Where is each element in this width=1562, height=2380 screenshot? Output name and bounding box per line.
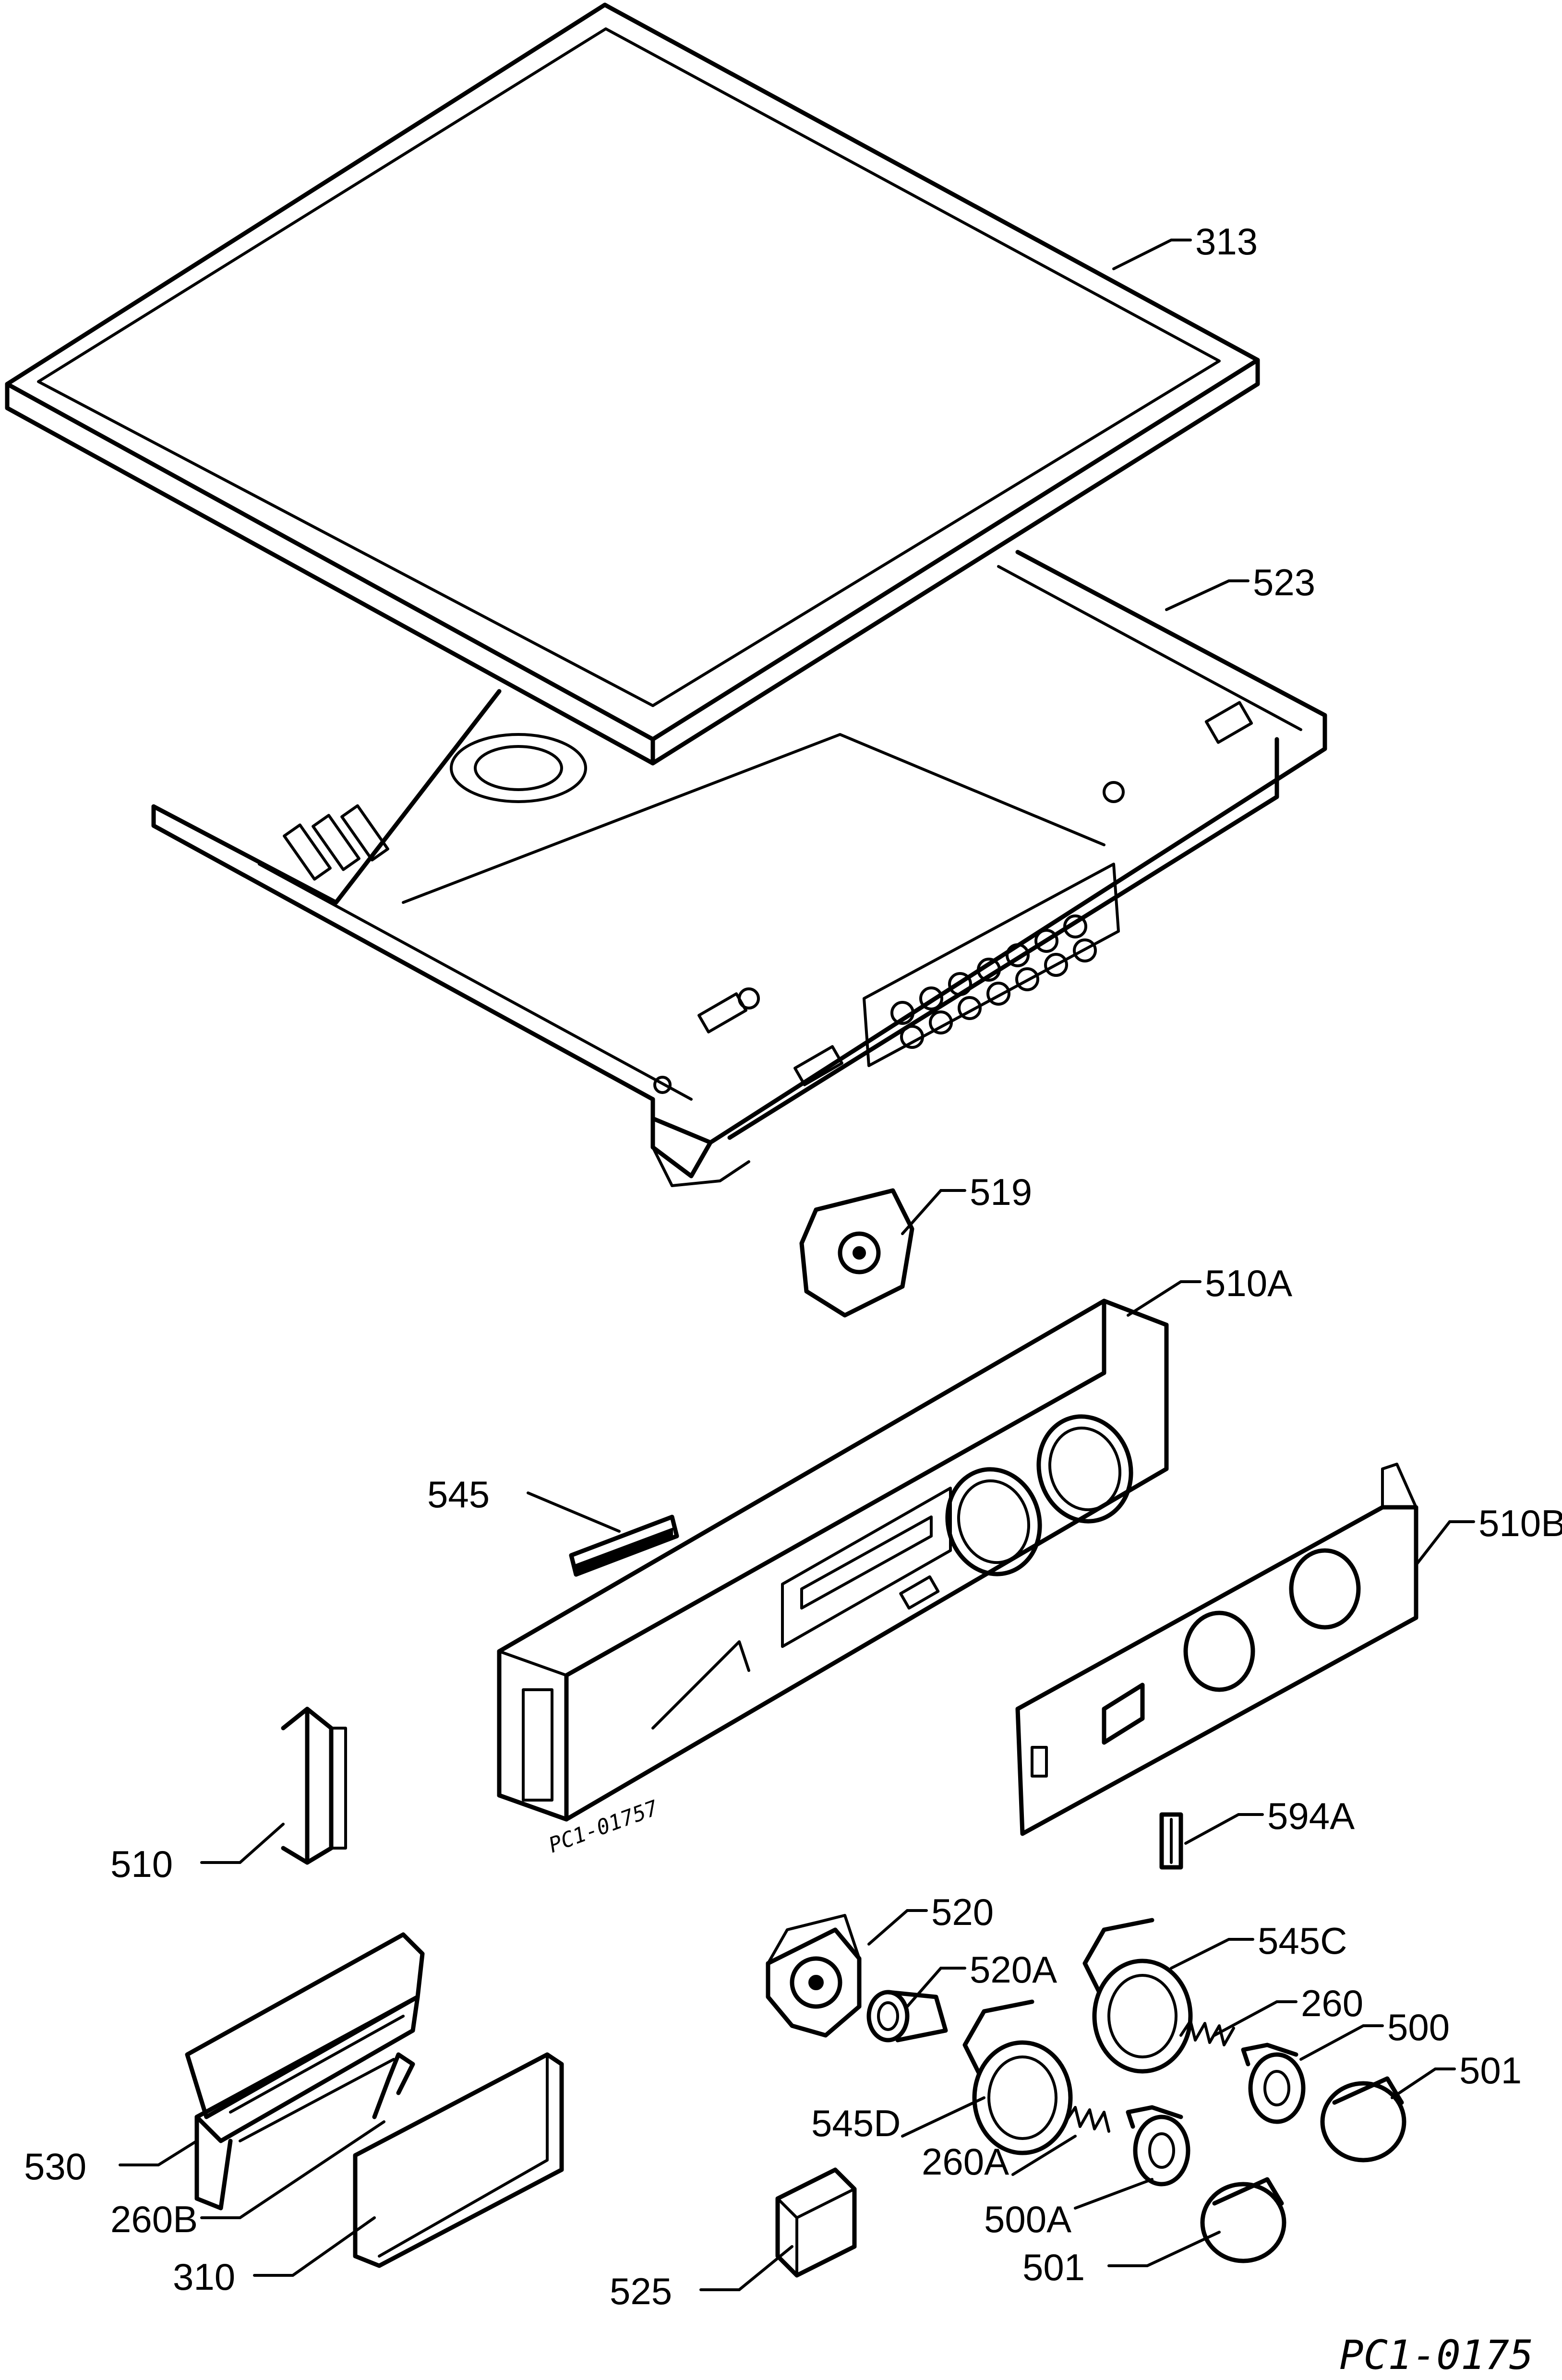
part-523-frame <box>151 550 1327 1187</box>
label-510B: 510B <box>1478 1502 1562 1544</box>
part-545C-ring <box>1082 1918 1193 2074</box>
part-260A-spring <box>1064 2106 1110 2133</box>
part-510A-fascia: PC1-01757 <box>497 1298 1169 1858</box>
part-310-cover <box>353 2052 564 2268</box>
part-545D-ring <box>962 1999 1073 2155</box>
label-525: 525 <box>610 2270 672 2312</box>
part-525-switch <box>775 2167 857 2278</box>
part-510-bracket <box>281 1707 347 1865</box>
leader-lines <box>119 239 1475 2291</box>
label-594A: 594A <box>1267 1795 1355 1837</box>
label-501-b: 501 <box>1022 2246 1085 2288</box>
part-520-switch <box>766 1914 862 2038</box>
label-520A: 520A <box>970 1948 1057 1991</box>
part-510B-decor-panel <box>1015 1463 1418 1836</box>
label-260: 260 <box>1301 1982 1363 2024</box>
label-520: 520 <box>931 1891 994 1933</box>
label-260A: 260A <box>922 2140 1009 2183</box>
part-500-knob-base <box>1241 2043 1306 2124</box>
part-520A-adaptor <box>866 1990 948 2043</box>
part-313-lid <box>5 2 1260 766</box>
part-530-drawer <box>185 1932 425 2211</box>
drawing-number: PC1-0175 <box>1339 2332 1534 2379</box>
part-519-gear <box>799 1188 914 1318</box>
label-313: 313 <box>1195 220 1258 263</box>
label-545D: 545D <box>811 2102 901 2144</box>
label-545: 545 <box>427 1473 490 1515</box>
part-260-spring <box>1179 2019 1235 2046</box>
label-510A: 510A <box>1205 1262 1292 1304</box>
label-545C: 545C <box>1258 1920 1347 1962</box>
label-530: 530 <box>24 2145 86 2188</box>
part-260B-clip <box>372 2052 415 2119</box>
part-labels: 313 523 519 510A 545 510B 594A 510 520 5… <box>24 220 1562 2312</box>
label-500A: 500A <box>984 2198 1071 2240</box>
label-500: 500 <box>1387 2006 1450 2048</box>
part-594A-clip <box>1159 1812 1183 1870</box>
label-310: 310 <box>173 2256 235 2298</box>
label-510: 510 <box>110 1843 173 1885</box>
part-545-bar <box>569 1515 679 1577</box>
label-501-a: 501 <box>1459 2049 1522 2092</box>
part-501-knob-cap-a <box>1320 2076 1406 2163</box>
label-519: 519 <box>970 1171 1032 1213</box>
part-stamp: PC1-01757 <box>545 1796 661 1858</box>
part-500A-knob-base <box>1126 2105 1190 2187</box>
label-523: 523 <box>1253 561 1315 603</box>
part-501-knob-cap-b <box>1200 2177 1286 2263</box>
label-260B: 260B <box>110 2198 198 2240</box>
